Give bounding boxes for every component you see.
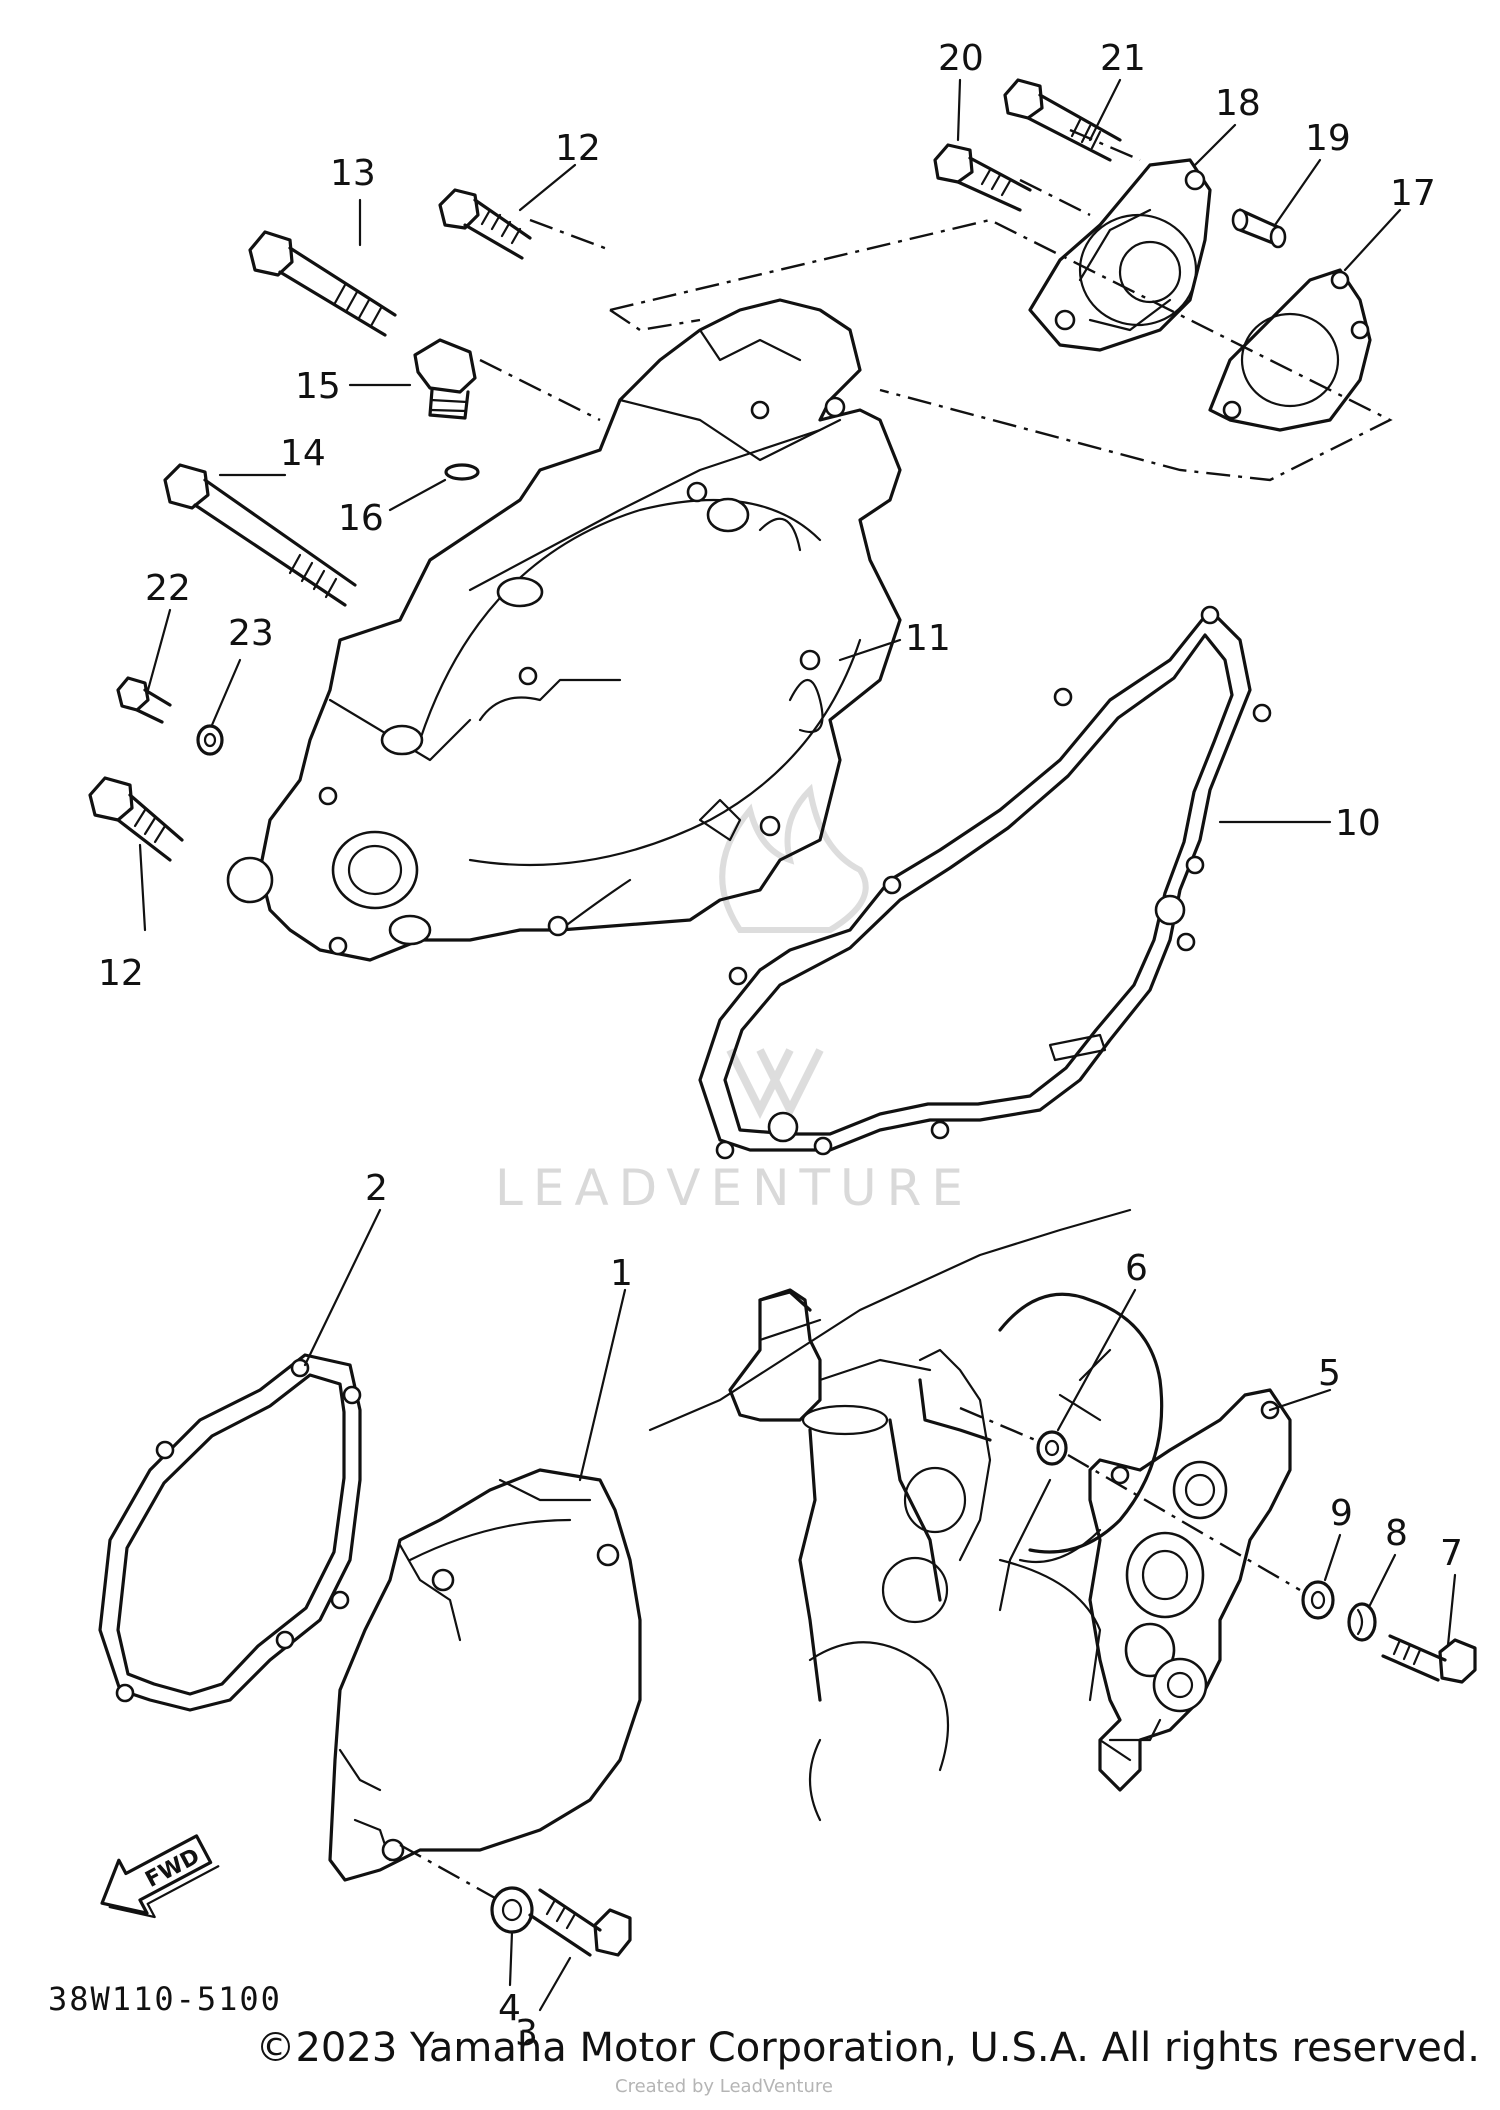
crankcase-cover-part-11 (226, 298, 902, 962)
pump-cover-part-18 (1028, 158, 1212, 352)
washer-part-23 (196, 724, 224, 756)
callout-15: 15 (295, 366, 341, 407)
callout-14: 14 (280, 433, 326, 474)
cover-part-1 (328, 1468, 642, 1882)
o-ring-part-16 (444, 463, 480, 481)
callout-5: 5 (1318, 1353, 1341, 1394)
callout-16: 16 (338, 498, 384, 539)
callout-13: 13 (330, 153, 376, 194)
callout-11: 11 (905, 618, 951, 659)
callout-22: 22 (145, 568, 191, 609)
callout-7: 7 (1440, 1533, 1463, 1574)
callout-1: 1 (610, 1253, 633, 1294)
leadventure-watermark: LEADVENTURE Created by LeadVenture (495, 783, 973, 2097)
callout-20: 20 (938, 38, 984, 79)
dowel-pin-part-19 (1231, 208, 1287, 249)
bolt-part-22 (116, 676, 172, 724)
callout-8: 8 (1385, 1513, 1408, 1554)
engine-case-reference (648, 1208, 1164, 1822)
washer-part-4 (490, 1886, 534, 1934)
gasket-part-10 (698, 605, 1272, 1160)
watermark-brand: LEADVENTURE (495, 1159, 973, 1217)
washer-part-6 (1036, 1430, 1068, 1466)
callout-10: 10 (1335, 803, 1381, 844)
callout-4: 4 (498, 1988, 521, 2029)
callout-19: 19 (1305, 118, 1351, 159)
drain-plug-part-15 (413, 338, 477, 420)
bolt-part-12-lower (88, 776, 184, 862)
diagram-part-code: 38W110-5100 (48, 1980, 282, 2018)
water-pump-housing-part-5 (1088, 1388, 1292, 1792)
fwd-label: FWD (141, 1844, 204, 1893)
bolt-part-3 (528, 1888, 632, 1957)
callout-12-lower: 12 (98, 953, 144, 994)
copyright-notice: ©2023 Yamaha Motor Corporation, U.S.A. A… (255, 2025, 1480, 2071)
callout-23: 23 (228, 613, 274, 654)
washer-part-8 (1347, 1602, 1377, 1642)
callout-9: 9 (1330, 1493, 1353, 1534)
bolt-part-14 (163, 463, 357, 607)
callout-17: 17 (1390, 173, 1436, 214)
callout-2: 2 (365, 1168, 388, 1209)
gasket-part-2 (98, 1353, 362, 1712)
watermark-small-text: Created by LeadVenture (615, 2076, 833, 2097)
callout-21: 21 (1100, 38, 1146, 79)
callout-3: 3 (515, 2013, 538, 2054)
bolt-part-12-top (438, 188, 532, 260)
callout-12-top: 12 (555, 128, 601, 169)
callout-leaders (138, 78, 1457, 2012)
bolt-part-20 (933, 143, 1032, 212)
gasket-part-17 (1208, 268, 1372, 432)
bolt-part-21 (1003, 78, 1122, 162)
callout-6: 6 (1125, 1248, 1148, 1289)
fwd-arrow-icon: FWD (100, 1834, 220, 1919)
bolt-part-7 (1381, 1634, 1477, 1684)
washer-part-9 (1301, 1580, 1335, 1620)
callout-18: 18 (1215, 83, 1261, 124)
bolt-part-13 (248, 230, 397, 337)
